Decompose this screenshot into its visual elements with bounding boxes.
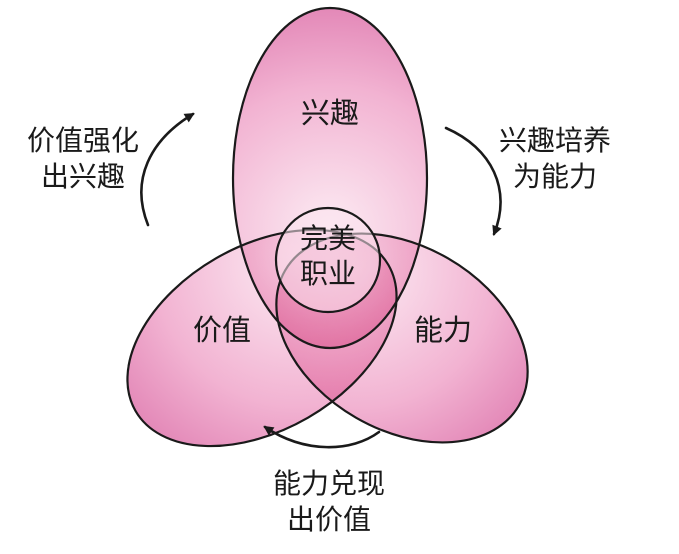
- petal-value-outline: [126, 228, 398, 448]
- arrow-ability-to-value: [263, 425, 381, 449]
- label-value: 价值: [192, 313, 251, 347]
- arrow-value-to-interest: [140, 112, 195, 227]
- caption-bottom-line2: 出价值: [286, 503, 371, 536]
- caption-top-left-line1: 价值强化: [26, 124, 139, 157]
- caption-bottom-line1: 能力兑现: [272, 467, 385, 500]
- center-circle: [274, 206, 382, 314]
- cycle-arrows: [140, 112, 502, 449]
- label-center-line1: 完美: [299, 222, 356, 255]
- label-center-line2: 职业: [299, 257, 356, 290]
- caption-top-right-line2: 为能力: [512, 160, 597, 193]
- arrow-interest-to-ability: [444, 126, 502, 236]
- caption-top-right-line1: 兴趣培养: [498, 124, 611, 157]
- petal-interest-outline: [231, 6, 429, 350]
- label-interest: 兴趣: [300, 96, 359, 130]
- label-ability: 能力: [413, 313, 472, 347]
- caption-top-left-line2: 出兴趣: [40, 160, 125, 193]
